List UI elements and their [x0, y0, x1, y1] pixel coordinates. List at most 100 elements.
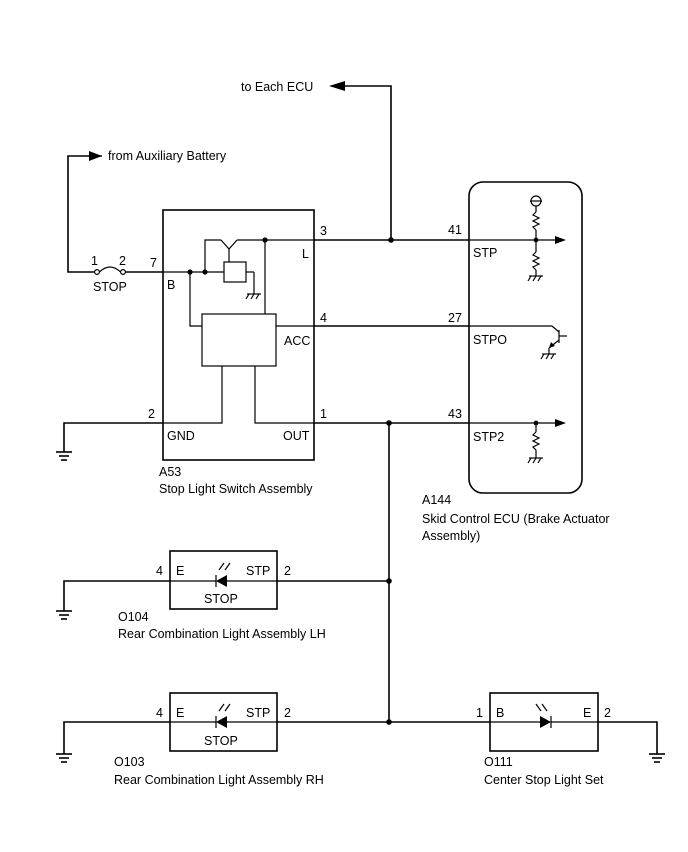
line-12 — [540, 353, 545, 360]
o111-term-left: B — [496, 706, 504, 720]
a144-name-line1: Skid Control ECU (Brake Actuator — [422, 512, 610, 526]
o104-lamp-label: STOP — [204, 592, 238, 606]
a144-pin-43: 43 — [448, 407, 462, 421]
o104-name: Rear Combination Light Assembly LH — [118, 627, 326, 641]
o104-term-right: STP — [246, 564, 270, 578]
o104-rear-light-lh: 4 E STP 2 STOP O104 Rear Combination Lig… — [56, 550, 389, 641]
o111-center-stop-light: 1 B E 2 O111 Center Stop Light Set — [389, 692, 665, 787]
from-aux-battery-label: from Auxiliary Battery — [108, 149, 227, 163]
a53-terminal-out: OUT — [283, 429, 310, 443]
o111-term-right: E — [583, 706, 591, 720]
stp-junction-dot — [533, 237, 539, 243]
pullup-resistor-icon — [531, 211, 541, 231]
a53-terminal-b: B — [167, 278, 175, 292]
o111-pin-left: 1 — [476, 706, 483, 720]
a53-terminal-acc: ACC — [284, 334, 310, 348]
ground-hatch-2 — [250, 293, 255, 300]
line-6 — [532, 275, 537, 282]
a144-pin-41: 41 — [448, 223, 462, 237]
o103-rear-light-rh: 4 E STP 2 STOP O103 Rear Combination Lig… — [56, 692, 389, 787]
o103-ground-wire — [63, 721, 170, 754]
line-7 — [537, 275, 542, 282]
to-each-ecu-wire — [345, 85, 392, 240]
o104-ground-wire — [63, 580, 170, 611]
to-each-ecu-label: to Each ECU — [241, 80, 313, 94]
o103-led-icon — [216, 716, 227, 728]
o103-pin-left: 4 — [156, 706, 163, 720]
stop-fuse: 1 2 STOP — [91, 254, 163, 294]
o111-ground-wire — [598, 721, 658, 754]
a144-skid-control-ecu: 41 STP 27 STPO 43 STP2 — [422, 181, 610, 543]
o104-term-left: E — [176, 564, 184, 578]
stpo-output-circuit — [469, 325, 567, 360]
a53-terminal-l: L — [302, 247, 309, 261]
fuse-element-icon — [99, 266, 121, 273]
o103-name: Rear Combination Light Assembly RH — [114, 773, 324, 787]
a53-terminal-gnd: GND — [167, 429, 195, 443]
line-17 — [527, 457, 532, 464]
relay-coil-icon — [223, 261, 247, 283]
stp-arrow-icon — [555, 236, 566, 244]
o103-light-ray-icon — [218, 703, 225, 712]
a144-name-line2: Assembly) — [422, 529, 480, 543]
stp2-input-circuit — [469, 419, 566, 464]
ground-hatch — [245, 293, 250, 300]
fuse-terminal-1-icon — [93, 269, 100, 276]
junction-ecu-dot — [388, 237, 394, 243]
o104-body — [169, 550, 278, 610]
line-31 — [224, 703, 231, 712]
a53-stop-light-switch: 7 B 3 L 4 ACC 2 GND 1 OUT — [148, 209, 327, 496]
aux-battery-arrow-icon — [89, 151, 102, 161]
line-13 — [545, 353, 550, 360]
a53-pin-4: 4 — [320, 311, 327, 325]
a53-gnd-wire — [63, 422, 163, 452]
line-19 — [537, 457, 542, 464]
line-25 — [224, 562, 231, 571]
line-14 — [550, 353, 555, 360]
line-5 — [527, 275, 532, 282]
o111-light-ray-icon — [541, 703, 548, 712]
a144-terminal-stpo: STPO — [473, 333, 507, 347]
ground-hatch-3 — [255, 293, 260, 300]
o111-pin-right: 2 — [604, 706, 611, 720]
ic-to-gnd-wire — [163, 366, 223, 424]
aux-battery-connector: from Auxiliary Battery — [67, 149, 227, 273]
fuse-name-label: STOP — [93, 280, 127, 294]
to-each-ecu-arrow-icon — [329, 81, 345, 91]
a53-body — [162, 209, 315, 461]
transistor-emitter-wire — [204, 239, 221, 272]
a144-body — [468, 181, 583, 494]
o103-pin-right: 2 — [284, 706, 291, 720]
ic-to-out-wire — [254, 366, 314, 424]
a53-code: A53 — [159, 465, 181, 479]
a144-terminal-stp2: STP2 — [473, 430, 504, 444]
b-to-ic-wire — [189, 272, 202, 327]
o103-term-right: STP — [246, 706, 270, 720]
stp-input-circuit — [469, 195, 566, 282]
a53-internal-circuit — [163, 237, 314, 424]
o103-term-left: E — [176, 706, 184, 720]
o104-led-icon — [216, 575, 227, 587]
control-ic-icon — [201, 313, 277, 367]
a53-pin-1: 1 — [320, 407, 327, 421]
emitter-arrow-icon — [549, 342, 555, 348]
o111-name: Center Stop Light Set — [484, 773, 604, 787]
line-18 — [532, 457, 537, 464]
pulldown-resistor-icon — [531, 251, 541, 271]
o104-pin-left: 4 — [156, 564, 163, 578]
to-each-ecu-connector: to Each ECU — [241, 80, 392, 240]
o111-led-icon — [540, 716, 551, 728]
o104-light-ray-icon — [218, 562, 225, 571]
a144-code: A144 — [422, 493, 451, 507]
o104-pin-right: 2 — [284, 564, 291, 578]
transistor-symbol-icon — [220, 239, 238, 250]
stp2-resistor-icon — [531, 431, 541, 451]
fuse-pin-1-label: 1 — [91, 254, 98, 268]
o103-code: O103 — [114, 755, 145, 769]
line-37 — [535, 703, 542, 712]
a144-pin-27: 27 — [448, 311, 462, 325]
o103-lamp-label: STOP — [204, 734, 238, 748]
a53-pin-7: 7 — [150, 256, 157, 270]
